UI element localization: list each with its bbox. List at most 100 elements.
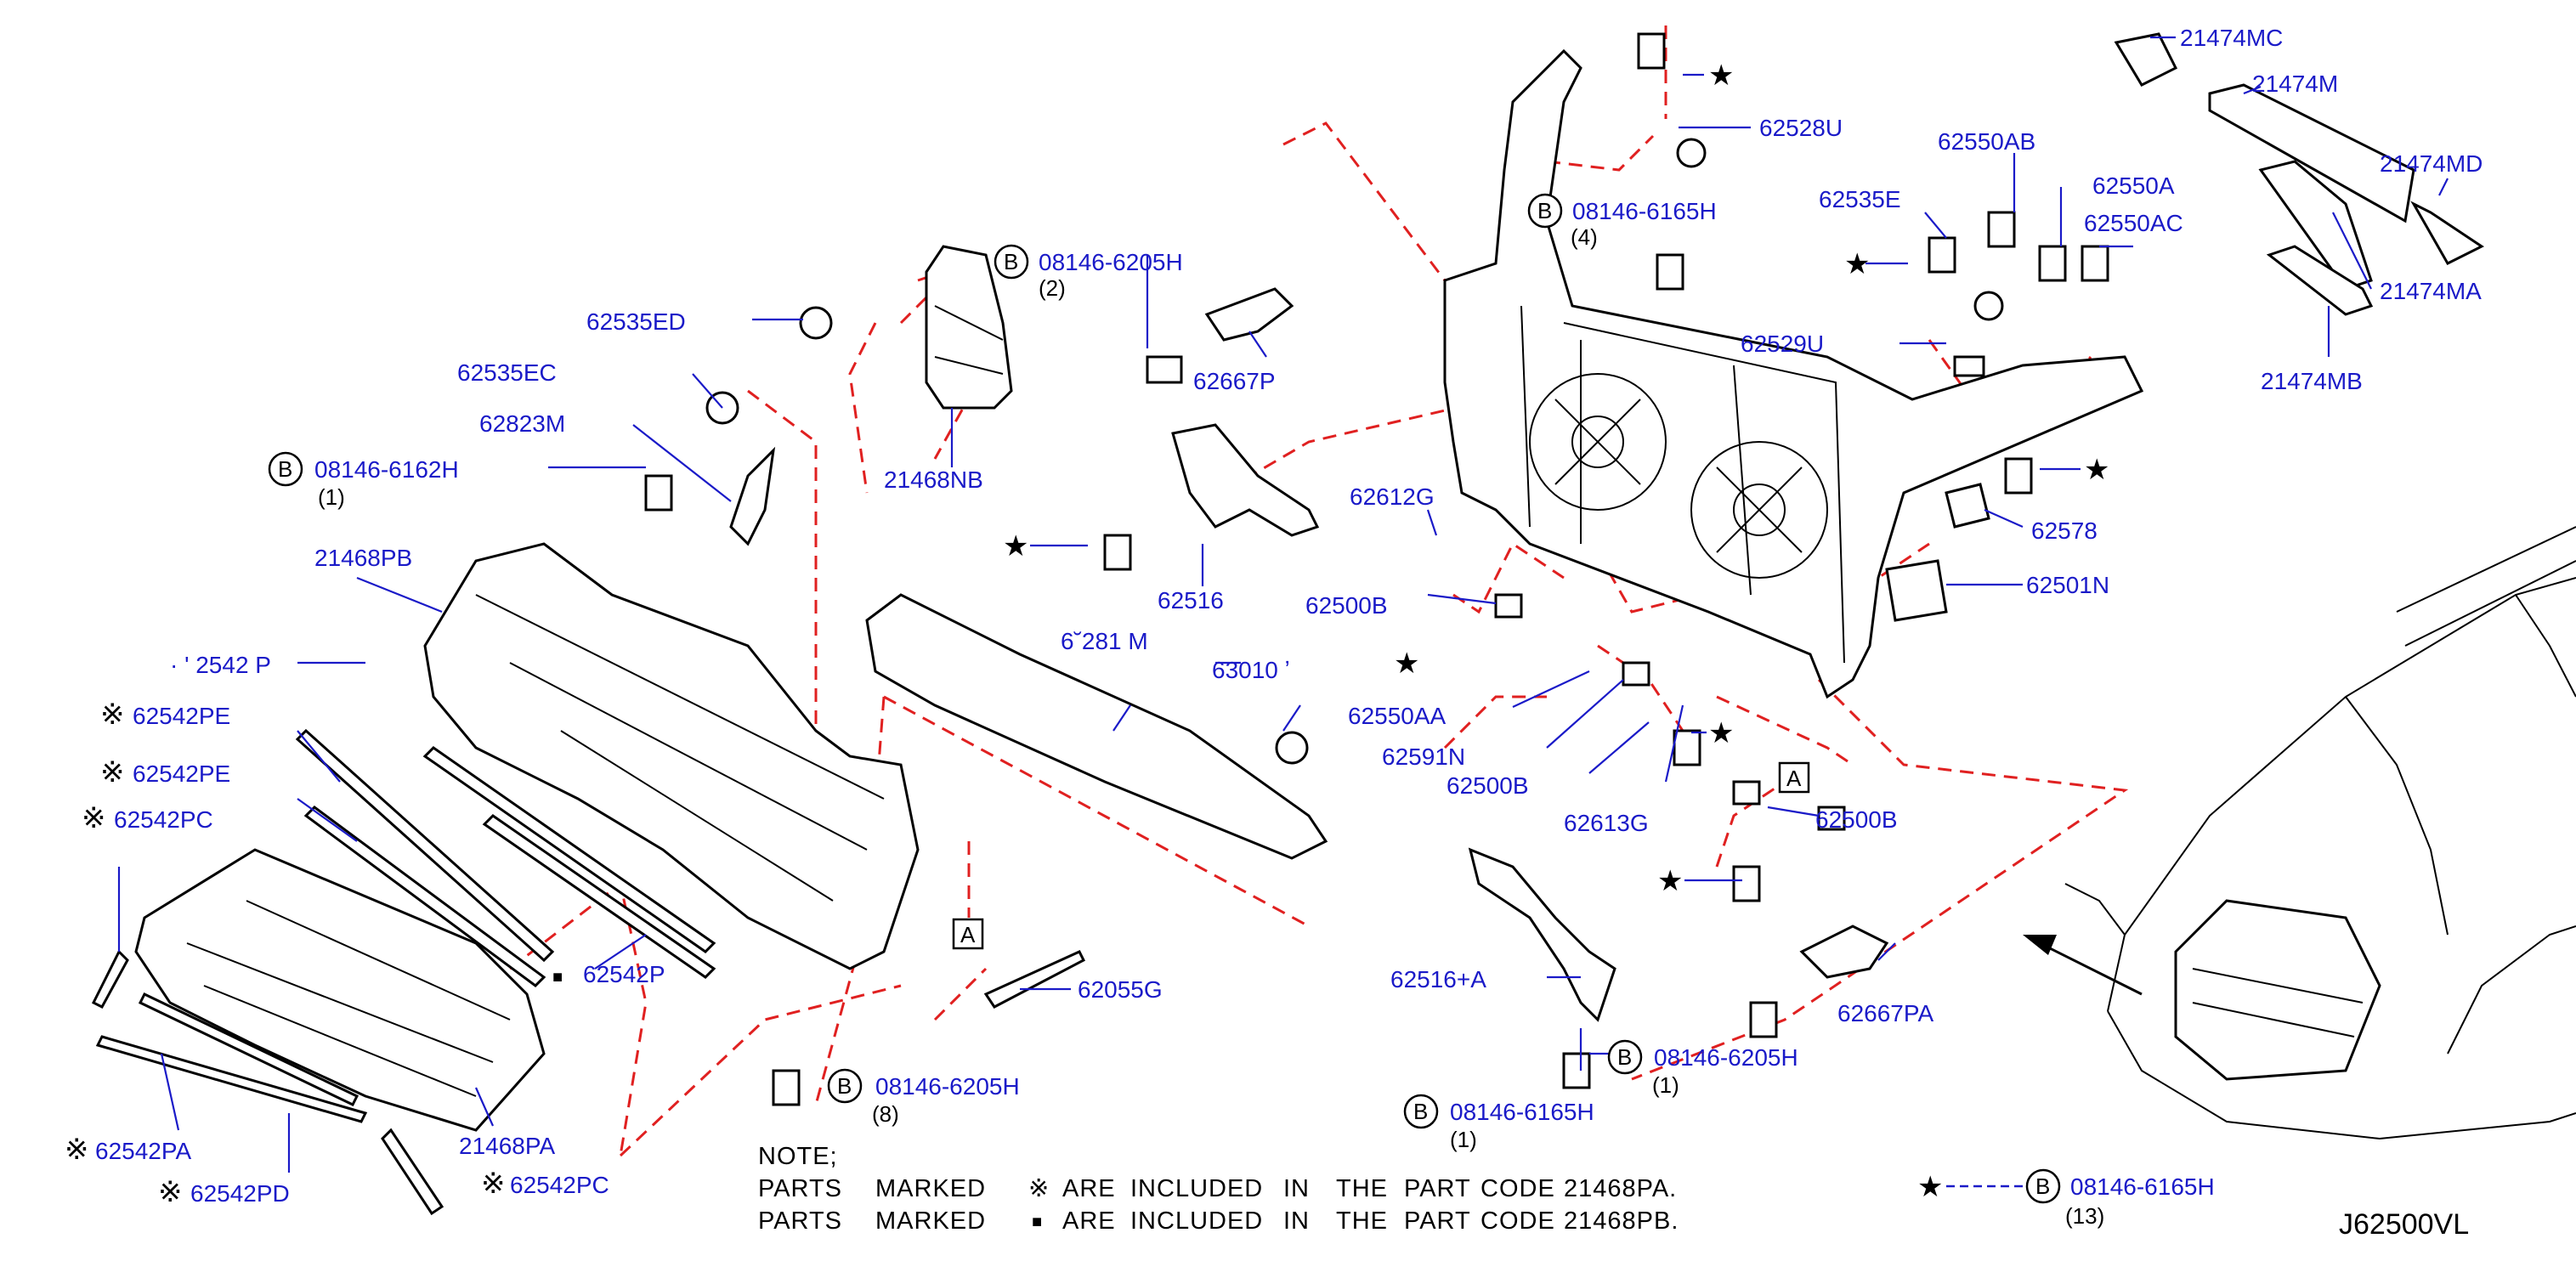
callout-62055G: 62055G	[1078, 976, 1163, 1003]
svg-text:08146-6205H: 08146-6205H	[875, 1073, 1020, 1100]
callout-62612G: 62612G	[1350, 483, 1435, 510]
svg-text:B: B	[837, 1073, 852, 1099]
vehicle-location-view	[2023, 526, 2576, 1140]
diagram-reference-code: J62500VL	[2339, 1208, 2469, 1241]
svg-text:21468PB.: 21468PB.	[1564, 1207, 1679, 1235]
ref-mark-icon: ※	[158, 1176, 183, 1208]
callout-62550AB: 62550AB	[1938, 128, 2035, 155]
callout-21468NB: 21468NB	[884, 467, 983, 493]
ref-mark-icon: ※	[100, 698, 125, 731]
svg-text:08146-6205H: 08146-6205H	[1654, 1044, 1798, 1071]
callout-21468PA: 21468PA	[459, 1133, 555, 1159]
callout-62516A: 62516+A	[1390, 966, 1486, 992]
callout-62550AC: 62550AC	[2084, 210, 2183, 236]
callout-63010-partial: 63010 ʼ	[1212, 657, 1290, 683]
svg-text:THE: THE	[1336, 1175, 1388, 1202]
svg-text:A: A	[960, 922, 976, 947]
ref-mark-icon: ※	[82, 802, 106, 834]
bolt-callout-08146-6165H-1: B 08146-6165H (1)	[1403, 1094, 1594, 1152]
svg-text:■: ■	[1032, 1213, 1043, 1231]
air-guide-21468PB	[423, 542, 920, 970]
star-icon: ★	[2084, 454, 2109, 486]
callout-62550A: 62550A	[2092, 172, 2175, 199]
callout-62591N: 62591N	[1382, 744, 1465, 770]
air-ducts-21474	[2114, 32, 2484, 316]
reference-box-a: A	[952, 918, 984, 950]
bolt-callout-08146-6205H-1: B 08146-6205H (1)	[1607, 1039, 1798, 1098]
svg-text:※: ※	[1028, 1175, 1050, 1202]
callout-62542PC: 62542PC	[114, 806, 213, 833]
svg-text:ARE: ARE	[1062, 1175, 1116, 1202]
svg-text:PARTS: PARTS	[758, 1207, 842, 1235]
svg-text:INCLUDED: INCLUDED	[1130, 1207, 1263, 1235]
svg-text:(2): (2)	[1039, 275, 1066, 301]
square-mark-icon: ■	[552, 968, 563, 987]
svg-text:(1): (1)	[1652, 1072, 1679, 1098]
callout-62528U: 62528U	[1759, 115, 1843, 141]
lower-air-guide-21468PA	[134, 848, 546, 1132]
bolt-callout-08146-6165H-13: B 08146-6165H (13)	[2025, 1168, 2215, 1229]
ref-mark-icon: ※	[65, 1134, 89, 1166]
svg-text:21468PA.: 21468PA.	[1564, 1175, 1677, 1202]
callout-62578: 62578	[2031, 517, 2098, 544]
callout-21474MD: 21474MD	[2380, 150, 2483, 177]
svg-text:B: B	[278, 456, 292, 482]
callout-62500B: 62500B	[1305, 592, 1388, 619]
svg-text:IN: IN	[1283, 1175, 1310, 1202]
svg-text:IN: IN	[1283, 1207, 1310, 1235]
star-icon: ★	[1657, 865, 1683, 897]
svg-text:(1): (1)	[1450, 1127, 1477, 1152]
ref-mark-icon: ※	[100, 756, 125, 789]
svg-text:PART: PART	[1404, 1175, 1471, 1202]
note-line-2: PARTS MARKED ■ ARE INCLUDED IN THE PART …	[758, 1207, 1679, 1235]
callout-62529U: 62529U	[1741, 331, 1824, 357]
star-icon: ★	[1917, 1171, 1943, 1203]
star-marks: ★ ★ ★ ★ ★ ★ ★ ★	[1003, 59, 2109, 1203]
svg-text:INCLUDED: INCLUDED	[1130, 1175, 1263, 1202]
parts-note: NOTE; PARTS MARKED ※ ARE INCLUDED IN THE…	[758, 1143, 1679, 1235]
callout-62281M-partial: 6˘281 M	[1061, 628, 1148, 654]
callout-21474MC: 21474MC	[2180, 25, 2283, 51]
callout-62535EC: 62535EC	[457, 359, 557, 386]
callout-62667PA: 62667PA	[1837, 1000, 1933, 1026]
svg-text:MARKED: MARKED	[875, 1175, 986, 1202]
svg-text:08146-6205H: 08146-6205H	[1039, 249, 1183, 275]
svg-text:B: B	[1413, 1099, 1428, 1124]
seal-strips	[91, 728, 716, 1216]
reference-box-a: A	[1778, 761, 1810, 794]
callout-62823M: 62823M	[479, 410, 565, 437]
svg-text:08146-6165H: 08146-6165H	[1572, 198, 1717, 224]
svg-text:A: A	[1786, 766, 1802, 791]
svg-text:B: B	[2035, 1173, 2050, 1199]
callout-62542PE: 62542PE	[133, 761, 230, 787]
note-title: NOTE;	[758, 1143, 838, 1170]
bolt-callout-08146-6205H-2: B 08146-6205H (2)	[994, 244, 1183, 301]
svg-text:(13): (13)	[2065, 1203, 2104, 1229]
radiator-core-support	[1443, 48, 2144, 699]
callout-62550AA: 62550AA	[1348, 703, 1447, 729]
leader-lines	[117, 36, 2449, 1173]
callout-62542PC: 62542PC	[510, 1172, 609, 1198]
callout-62535E: 62535E	[1819, 186, 1901, 212]
star-icon: ★	[1003, 530, 1028, 563]
callout-62500B: 62500B	[1447, 772, 1529, 799]
callout-62501N: 62501N	[2026, 572, 2109, 598]
bolt-callout-08146-6165H-4: B 08146-6165H (4)	[1527, 193, 1717, 250]
cover-62281M	[865, 593, 1328, 860]
svg-text:PARTS: PARTS	[758, 1175, 842, 1202]
svg-text:CODE: CODE	[1480, 1207, 1555, 1235]
star-icon: ★	[1394, 647, 1419, 680]
callout-21474MA: 21474MA	[2380, 278, 2482, 304]
svg-text:(8): (8)	[872, 1101, 899, 1127]
svg-text:08146-6165H: 08146-6165H	[1450, 1099, 1594, 1125]
svg-text:CODE: CODE	[1480, 1175, 1555, 1202]
callout-62542PA: 62542PA	[95, 1138, 191, 1164]
svg-text:(4): (4)	[1571, 224, 1598, 250]
star-icon: ★	[1708, 717, 1734, 749]
center-duct-21468NB	[925, 245, 1013, 410]
callout-62542PD: 62542PD	[190, 1180, 290, 1207]
svg-text:PART: PART	[1404, 1207, 1471, 1235]
callout-62542PE: 62542PE	[133, 703, 230, 729]
callout-21474MB: 21474MB	[2261, 368, 2363, 394]
